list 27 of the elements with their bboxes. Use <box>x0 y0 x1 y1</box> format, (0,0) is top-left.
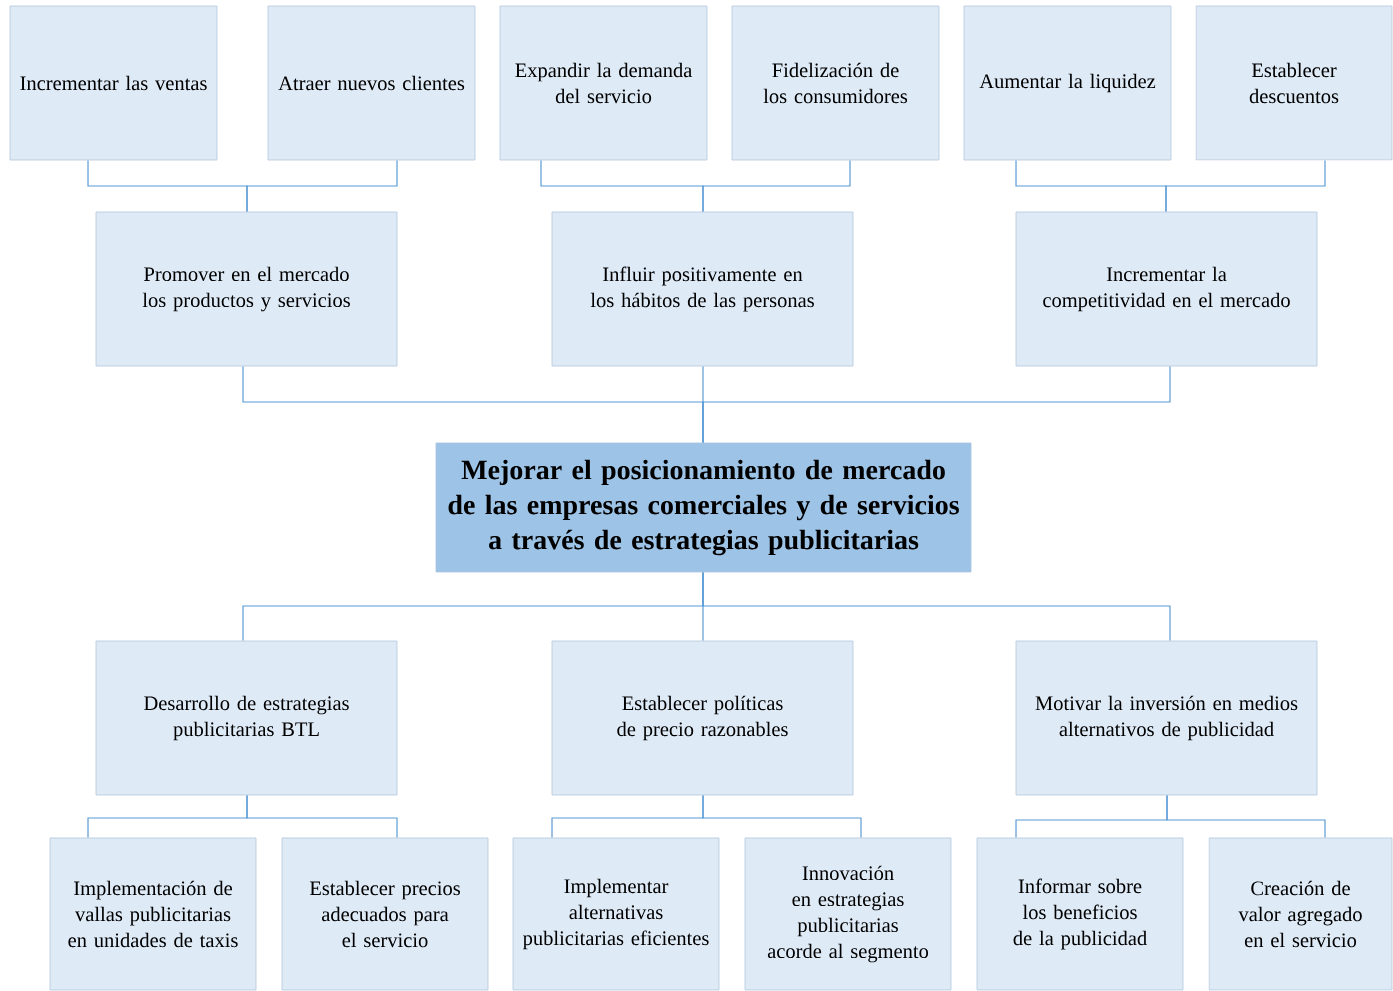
process-box: Atraer nuevos clientes <box>267 5 476 161</box>
process-box: Establecer precios adecuados para el servicio <box>281 837 489 991</box>
process-box: Incrementar la competitividad en el mercado <box>1015 211 1318 367</box>
process-box: Establecer políticas de precio razonables <box>551 640 854 796</box>
process-box: Innovación en estrategias publicitarias acorde al segmento <box>744 837 952 991</box>
process-box: Aumentar la liquidez <box>963 5 1172 161</box>
connector-line <box>702 794 862 839</box>
connector-line <box>1166 794 1326 839</box>
process-box: Implementación de vallas publicitarias en unidades de taxis <box>49 837 257 991</box>
process-box: Implementar alternativas publicitarias eficientes <box>512 837 720 991</box>
connector-line <box>246 794 398 839</box>
connector-line <box>702 159 851 213</box>
goal-box: Mejorar el posicionamiento de mercado de las empresas comerciales y de servicios a través de estrategias publicitarias <box>435 442 972 573</box>
process-box: Desarrollo de estrategias publicitarias BTL <box>95 640 398 796</box>
connector-line <box>702 365 1171 444</box>
process-box: Establecer descuentos <box>1195 5 1393 161</box>
process-box: Expandir la demanda del servicio <box>499 5 708 161</box>
process-box: Motivar la inversión en medios alternativos de publicidad <box>1015 640 1318 796</box>
process-box: Promover en el mercado los productos y servicios <box>95 211 398 367</box>
process-box: Informar sobre los beneficios de la publicidad <box>976 837 1184 991</box>
process-box: Creación de valor agregado en el servicio <box>1208 837 1393 991</box>
connector-line <box>702 571 1171 642</box>
connector-line <box>1165 159 1326 213</box>
process-box: Fidelización de los consumidores <box>731 5 940 161</box>
process-box: Incrementar las ventas <box>9 5 218 161</box>
connector-line <box>246 159 398 213</box>
process-box: Influir positivamente en los hábitos de las personas <box>551 211 854 367</box>
